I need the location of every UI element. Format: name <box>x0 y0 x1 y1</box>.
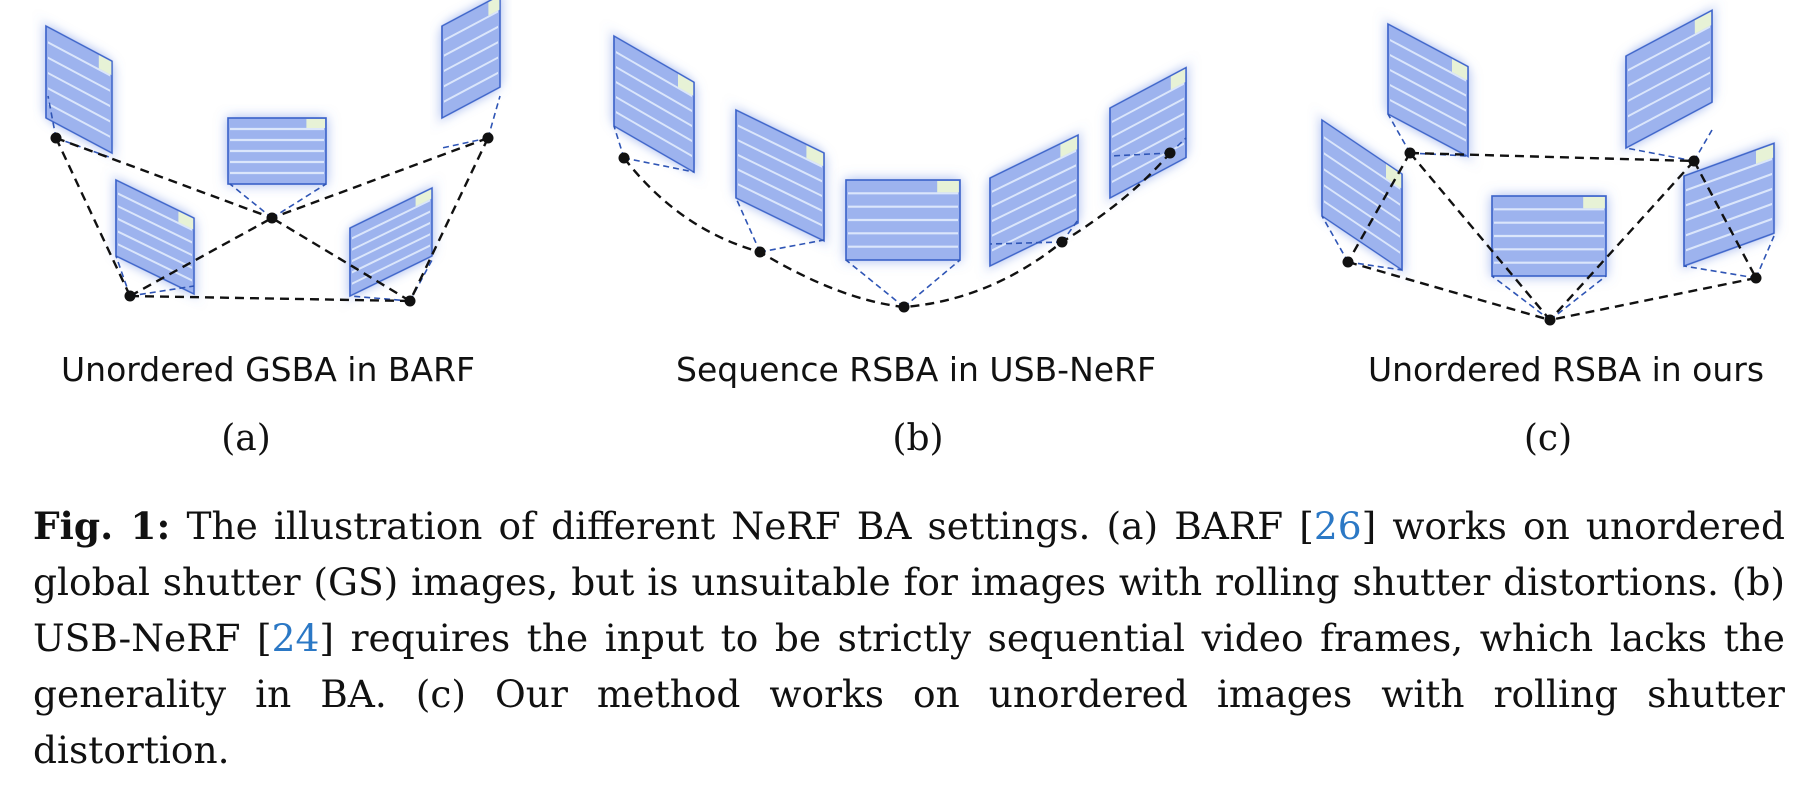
panel-a-letter: (a) <box>221 418 271 459</box>
citation-link[interactable]: 24 <box>271 616 320 660</box>
camera-frame <box>1491 195 1607 277</box>
camera-frame <box>115 178 195 296</box>
panel-a-title: Unordered GSBA in BARF <box>61 350 475 389</box>
citation-link[interactable]: 26 <box>1313 504 1362 548</box>
ba-path <box>1346 151 1758 322</box>
figure-caption: Fig. 1: The illustration of different Ne… <box>33 498 1785 778</box>
panel-a-diagram <box>45 0 501 307</box>
camera-frame <box>227 117 327 185</box>
projection-rays <box>1321 113 1775 321</box>
camera-frame <box>613 34 695 174</box>
camera-frame <box>349 186 433 298</box>
figure-illustration <box>45 0 1775 326</box>
camera-centers <box>618 147 1176 313</box>
panel-c-title: Unordered RSBA in ours <box>1367 350 1765 389</box>
camera-centers <box>1342 147 1762 326</box>
ba-path <box>54 136 490 303</box>
camera-frame <box>989 133 1079 268</box>
camera-frame <box>441 0 501 120</box>
camera-frame <box>1683 142 1775 268</box>
camera-frame <box>1109 66 1187 200</box>
panel-b-letter: (b) <box>892 418 944 459</box>
panel-b-title: Sequence RSBA in USB-NeRF <box>676 350 1156 389</box>
panel-b-diagram <box>613 34 1187 313</box>
caption-text: ] requires the input to be strictly sequ… <box>33 616 1785 772</box>
caption-label: Fig. 1: <box>33 504 171 548</box>
camera-frame <box>845 179 961 261</box>
panel-c-diagram <box>1321 9 1775 326</box>
camera-frame <box>1321 118 1403 272</box>
camera-frame <box>45 24 113 155</box>
caption-text: The illustration of different NeRF BA se… <box>170 504 1314 548</box>
caption-text: ] works on un­ordered global shutter (GS… <box>33 504 1785 660</box>
camera-frame <box>1387 22 1469 158</box>
camera-frame <box>1625 9 1713 150</box>
camera-centers <box>50 132 494 307</box>
panel-c-letter: (c) <box>1523 418 1573 459</box>
camera-frame <box>735 108 825 243</box>
